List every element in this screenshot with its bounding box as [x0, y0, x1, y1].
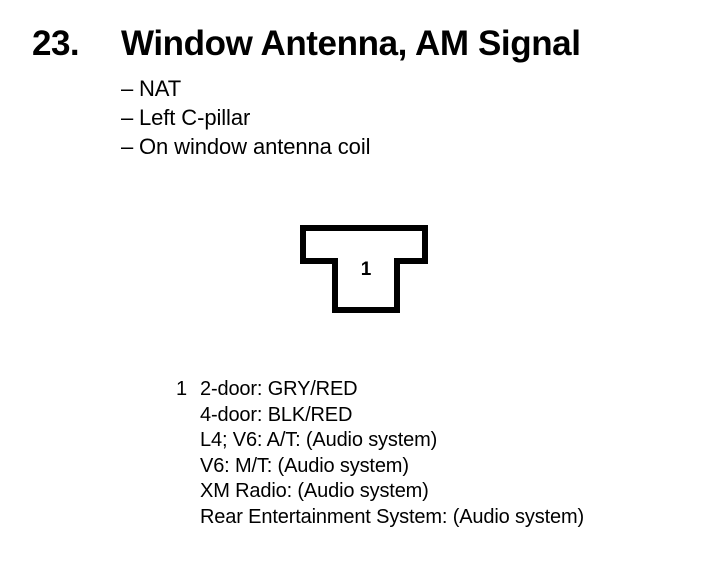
- spec-list-item-label: On window antenna coil: [139, 134, 371, 159]
- spec-list-item: – NAT: [121, 74, 641, 103]
- page-title: Window Antenna, AM Signal: [121, 24, 581, 63]
- legend-row-label: XM Radio: (Audio system): [200, 480, 429, 502]
- legend-row-label: L4; V6: A/T: (Audio system): [200, 429, 438, 451]
- spec-list-item-label: NAT: [139, 76, 182, 101]
- dash-icon: –: [121, 134, 134, 159]
- pin-legend: 1 2-door: GRY/RED 4-door: BLK/RED L4; V6…: [176, 377, 696, 530]
- legend-row: 4-door: BLK/RED: [176, 403, 696, 429]
- legend-row: L4; V6: A/T: (Audio system): [176, 428, 696, 454]
- legend-row: 1 2-door: GRY/RED: [176, 377, 696, 403]
- legend-row: XM Radio: (Audio system): [176, 479, 696, 505]
- page-header: 23. Window Antenna, AM Signal: [0, 22, 704, 66]
- figure-number: 23.: [32, 24, 80, 63]
- connector-diagram: 1: [300, 225, 432, 320]
- connector-outline-path: [300, 225, 428, 313]
- dash-icon: –: [121, 76, 134, 101]
- legend-row-label: V6: M/T: (Audio system): [200, 454, 409, 477]
- spec-list-item: – Left C-pillar: [121, 103, 641, 132]
- specification-list: – NAT – Left C-pillar – On window antenn…: [121, 74, 641, 161]
- dash-icon: –: [121, 105, 134, 130]
- t-connector-icon: [300, 225, 428, 313]
- spec-list-item-label: Left C-pillar: [139, 105, 251, 130]
- connector-pin-number: 1: [360, 259, 372, 280]
- legend-row: Rear Entertainment System: (Audio system…: [176, 505, 696, 531]
- legend-row: V6: M/T: (Audio system): [176, 454, 696, 480]
- legend-row-label: 4-door: BLK/RED: [200, 403, 353, 426]
- legend-row-label: Rear Entertainment System: (Audio system…: [200, 505, 584, 528]
- spec-list-item: – On window antenna coil: [121, 132, 641, 161]
- legend-row-label: 2-door: GRY/RED: [200, 378, 358, 400]
- legend-pin-number: 1: [176, 378, 188, 400]
